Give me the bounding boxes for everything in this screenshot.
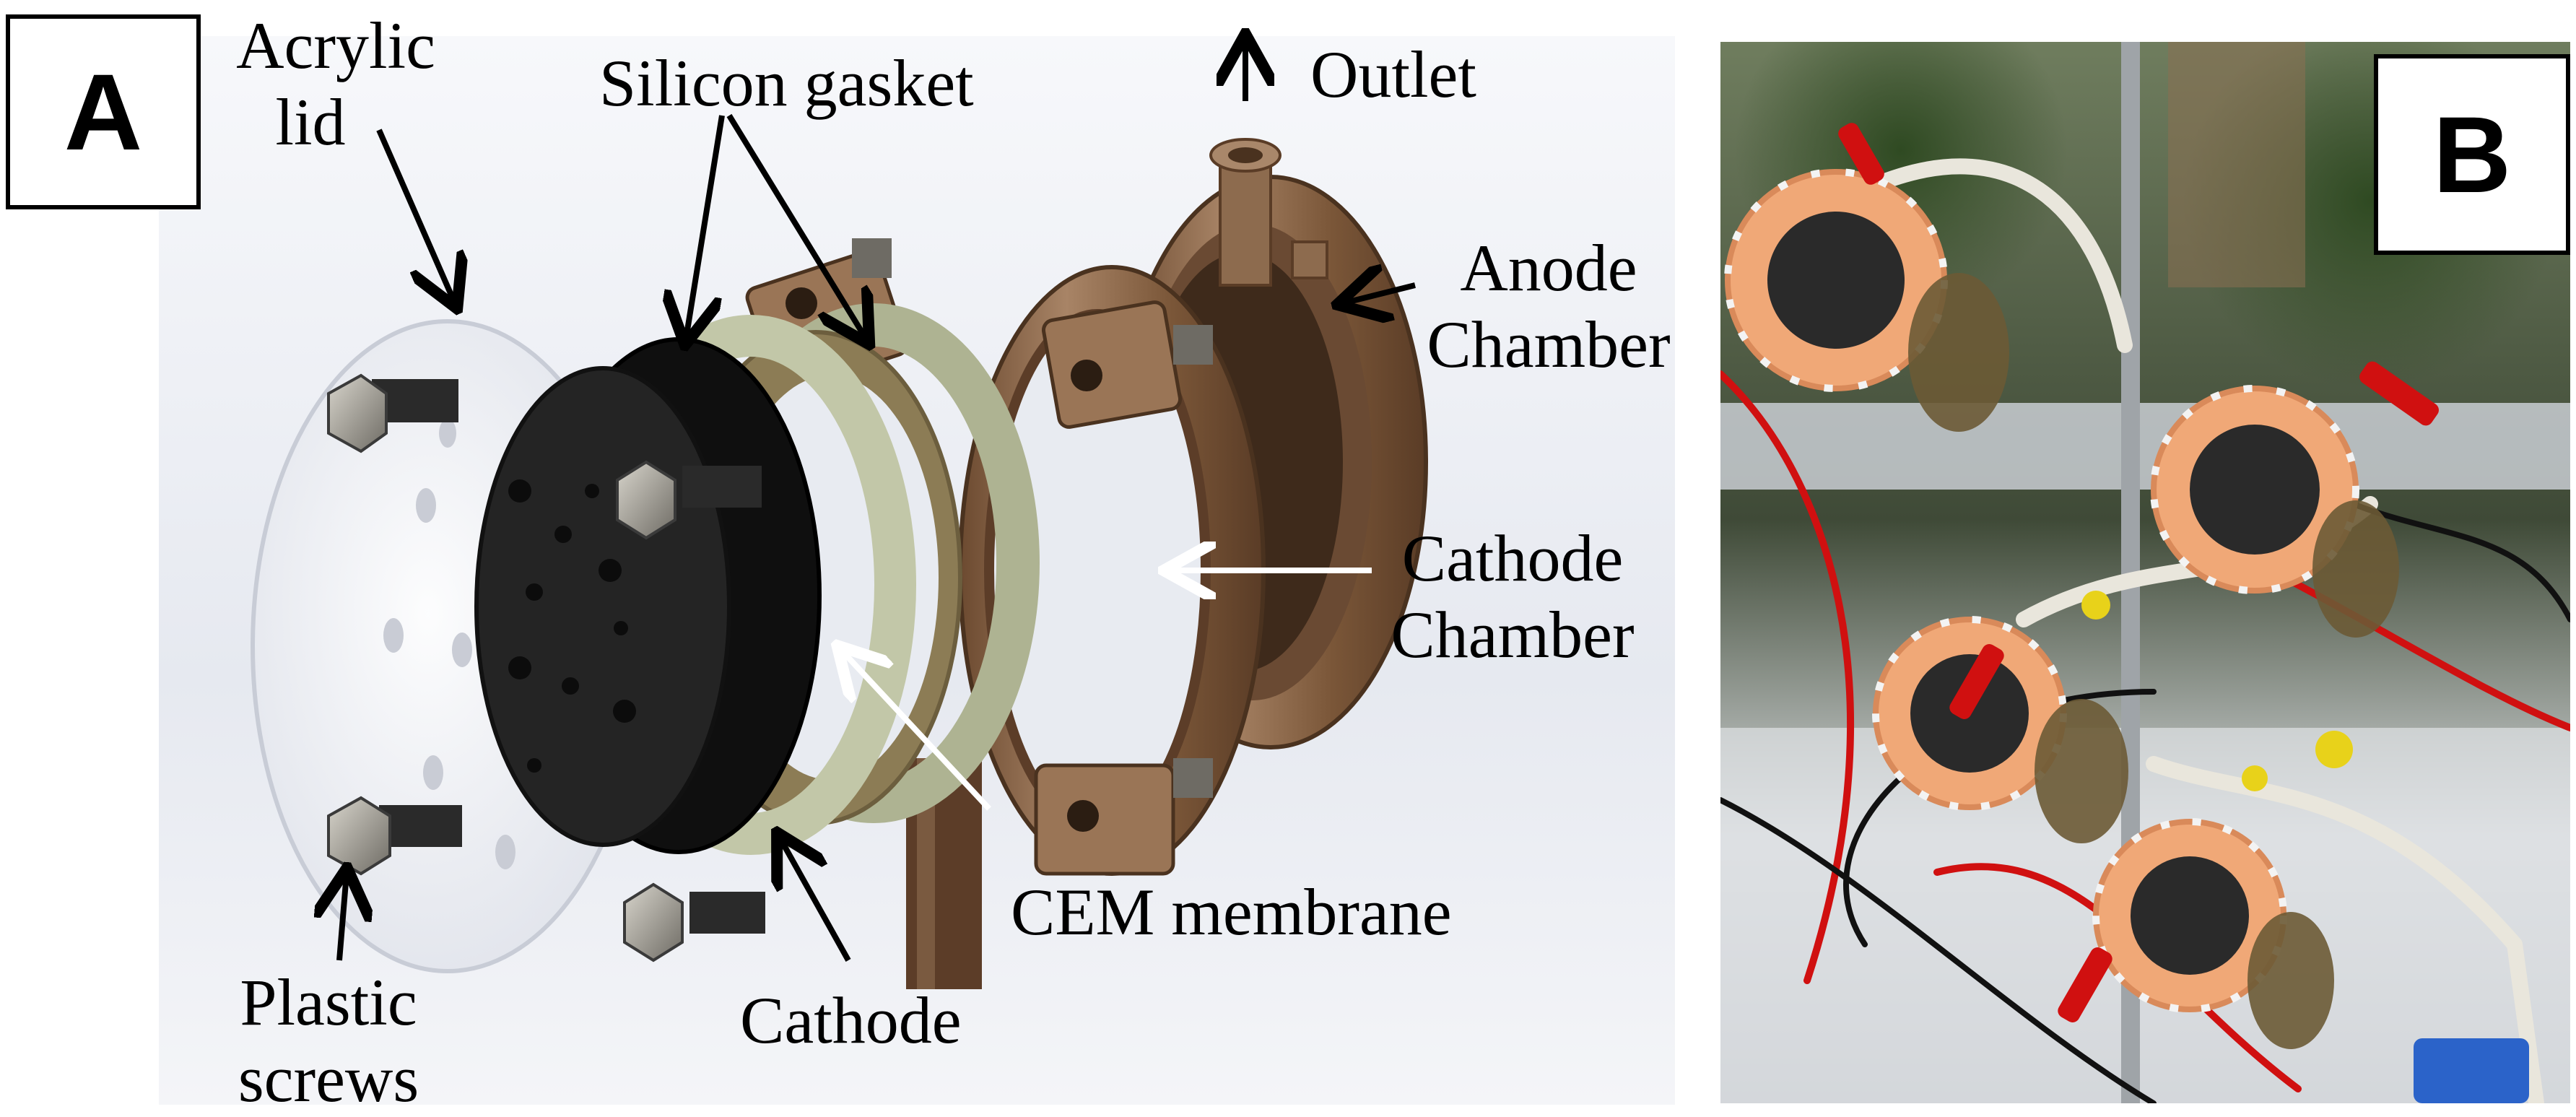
- callout-outlet: Outlet: [1310, 36, 1476, 113]
- bolt-bottom-right: [623, 882, 765, 962]
- callout-cathode-chamber-line2: Chamber: [1391, 598, 1635, 671]
- callout-anode-chamber-line2: Chamber: [1427, 308, 1671, 381]
- bolt-bottom-left: [327, 796, 462, 876]
- photo-cell-2: [2150, 385, 2359, 594]
- outlet-pipe: [1209, 138, 1328, 287]
- photo-anode-chambers: [1908, 273, 2399, 1049]
- callout-plastic-screws-line2: screws: [238, 1042, 419, 1116]
- callout-anode-chamber: Anode Chamber: [1415, 230, 1682, 383]
- photo-cell-4: [2092, 818, 2287, 1013]
- arrow-anode: [1343, 285, 1416, 303]
- callout-cem-membrane-text: CEM membrane: [1011, 875, 1452, 949]
- photo-bottle-cap: [2414, 1038, 2529, 1103]
- black-arrows: [339, 40, 1416, 962]
- panel-label-b: B: [2374, 54, 2570, 255]
- panel-label-a: A: [6, 14, 201, 209]
- callout-cathode-chamber-line1: Cathode: [1401, 521, 1624, 595]
- bolt-top-left: [327, 373, 458, 453]
- callout-silicon-gasket-text: Silicon gasket: [599, 46, 974, 120]
- callout-cathode: Cathode: [740, 982, 962, 1059]
- arrow-gasket-front: [686, 115, 725, 339]
- arrow-plastic-screws: [339, 874, 347, 961]
- photo-clips: [1838, 123, 2439, 1022]
- callout-plastic-screws: Plastic screws: [213, 964, 444, 1117]
- callout-anode-chamber-line1: Anode: [1460, 231, 1637, 305]
- end-plate: [474, 366, 731, 847]
- bolt-top-right: [616, 460, 762, 540]
- arrow-cathode: [780, 838, 851, 962]
- callout-plastic-screws-line1: Plastic: [240, 965, 417, 1039]
- photo-connectors: [2081, 591, 2353, 791]
- callout-cem-membrane: CEM membrane: [1011, 874, 1452, 950]
- arrow-cem-membrane: [841, 650, 991, 811]
- callout-acrylic-lid-line2: lid: [275, 85, 346, 159]
- callout-silicon-gasket: Silicon gasket: [599, 45, 974, 121]
- callout-acrylic-lid: Acrylic lid: [217, 7, 455, 160]
- arrow-acrylic-lid: [376, 129, 455, 303]
- plate-holes: [508, 479, 636, 773]
- exploded-cell-render: [159, 0, 1675, 1105]
- white-arrows: [841, 570, 1372, 811]
- callout-cathode-text: Cathode: [740, 983, 962, 1057]
- callout-outlet-text: Outlet: [1310, 38, 1476, 111]
- callout-cathode-chamber: Cathode Chamber: [1375, 520, 1650, 673]
- arrow-gasket-rear: [726, 113, 866, 339]
- photo-bench: [1720, 403, 2570, 490]
- lid-holes: [383, 419, 515, 869]
- callout-acrylic-lid-line1: Acrylic: [236, 9, 435, 82]
